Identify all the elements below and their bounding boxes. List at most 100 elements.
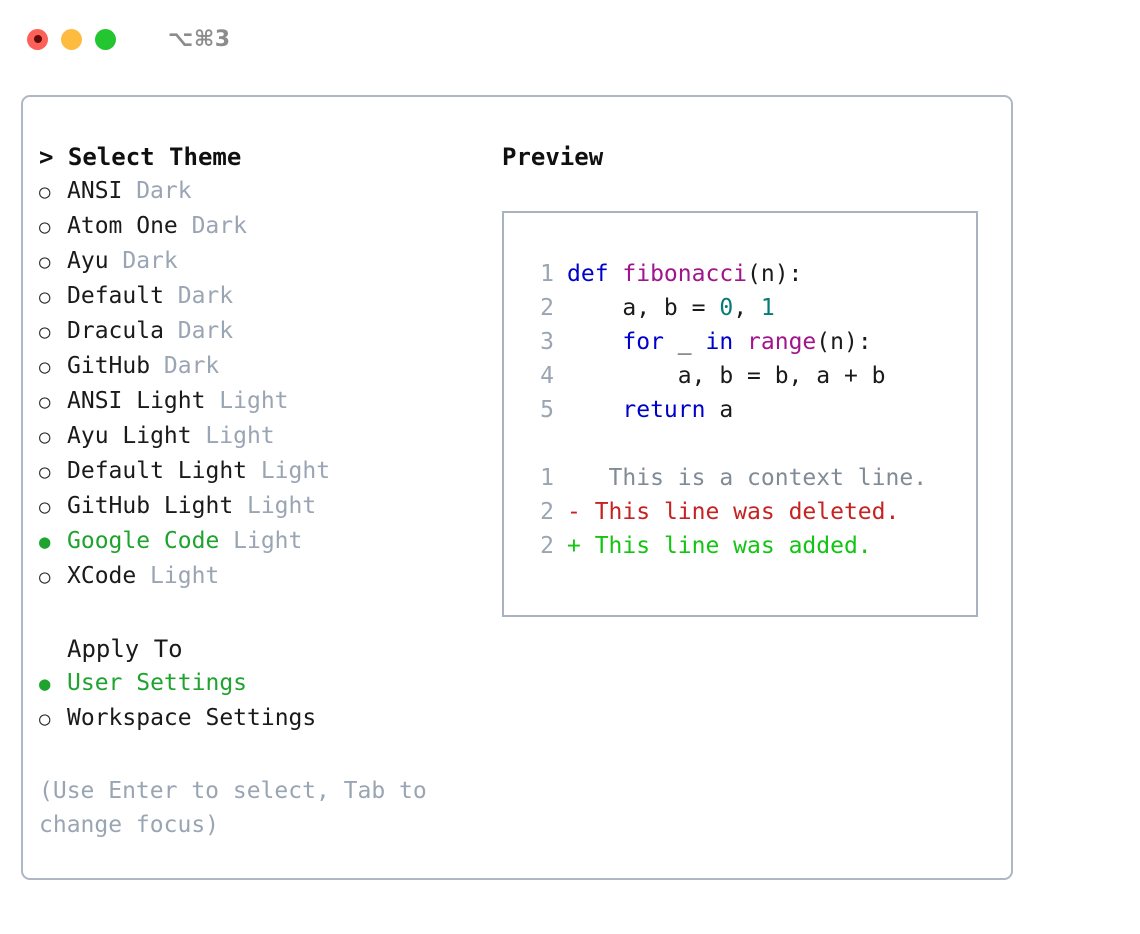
code-line-text: for _ in range(n):: [567, 325, 871, 359]
diff-sign: -: [567, 499, 581, 525]
code-line-text: def fibonacci(n):: [567, 257, 802, 291]
theme-option-label: Ayu Light: [67, 423, 192, 449]
code-line-text: a, b = b, a + b: [567, 359, 886, 393]
code-line-text: return a: [567, 393, 733, 427]
line-number: 2: [540, 295, 554, 321]
radio-unselected-icon: ○: [39, 391, 51, 413]
theme-variant-badge: Light: [260, 458, 331, 484]
keyboard-shortcut-label: ⌥⌘3: [168, 26, 231, 52]
code-token-kw: for: [622, 329, 664, 355]
theme-option-google-code[interactable]: ● Google Code Light: [39, 524, 479, 559]
select-theme-heading: > Select Theme: [39, 143, 242, 171]
radio-unselected-icon: ○: [39, 356, 51, 378]
code-token-pl: a: [705, 397, 734, 423]
line-number: 5: [540, 397, 554, 423]
theme-option-label: Default: [67, 283, 164, 309]
line-number: 3: [540, 329, 554, 355]
line-number: 1: [540, 261, 554, 287]
theme-option-ayu-light[interactable]: ○ Ayu Light Light: [39, 419, 479, 454]
traffic-light-group: [27, 28, 116, 50]
apply-to-option-list[interactable]: ●User Settings ○ Workspace Settings: [39, 666, 479, 736]
code-token-pl: a, b =: [567, 295, 720, 321]
theme-option-label: Atom One: [67, 213, 178, 239]
theme-option-default-light[interactable]: ○ Default Light Light: [39, 454, 479, 489]
theme-variant-badge: Light: [246, 493, 317, 519]
code-line: 4 a, b = b, a + b: [518, 359, 976, 393]
maximize-window-button[interactable]: [95, 28, 116, 50]
theme-variant-badge: Light: [205, 423, 275, 449]
radio-unselected-icon: ○: [39, 461, 51, 483]
close-window-button[interactable]: [27, 28, 48, 50]
radio-unselected-icon: ○: [39, 216, 51, 238]
diff-line: 2 + This line was added.: [518, 529, 976, 563]
diff-sign: +: [567, 533, 581, 559]
code-token-pl: _: [663, 329, 706, 355]
diff-line-text: This is a context line.: [580, 465, 928, 491]
code-line-text: a, b = 0, 1: [567, 291, 774, 325]
code-token-pl: (n):: [747, 261, 803, 287]
theme-option-label: Google Code: [67, 528, 220, 554]
preview-heading: Preview: [502, 143, 604, 171]
code-line: 2 a, b = 0, 1: [518, 291, 976, 325]
radio-unselected-icon: ○: [39, 321, 51, 343]
theme-variant-badge: Dark: [122, 248, 178, 274]
theme-option-atom-one[interactable]: ○ Atom One Dark: [39, 209, 479, 244]
line-number: 2: [540, 499, 554, 525]
code-line: 3 for _ in range(n):: [518, 325, 976, 359]
line-number: 2: [540, 533, 554, 559]
code-token-num: 0: [719, 295, 734, 321]
theme-option-label: Default Light: [67, 458, 248, 484]
theme-option-label: ANSI: [67, 178, 123, 204]
minimize-window-button[interactable]: [61, 28, 82, 50]
theme-option-ayu[interactable]: ○ Ayu Dark: [39, 244, 479, 279]
radio-unselected-icon: ○: [39, 426, 51, 448]
theme-option-label: GitHub: [67, 353, 151, 379]
radio-unselected-icon: ○: [39, 251, 51, 273]
radio-unselected-icon: ○: [39, 708, 51, 730]
radio-unselected-icon: ○: [39, 181, 51, 203]
code-line: 1 def fibonacci(n):: [518, 257, 976, 291]
code-token-pl: [733, 329, 747, 355]
theme-variant-badge: Light: [150, 563, 220, 589]
theme-option-label: Ayu: [67, 248, 109, 274]
theme-option-ansi-light[interactable]: ○ ANSI Light Light: [39, 384, 479, 419]
apply-to-option-user-settings[interactable]: ●User Settings: [39, 666, 479, 701]
apply-to-option-label: Workspace Settings: [67, 705, 317, 731]
diff-line-text: This line was added.: [580, 533, 872, 559]
theme-variant-badge: Light: [219, 388, 289, 414]
line-number: 1: [540, 465, 554, 491]
radio-selected-icon: ●: [39, 673, 51, 695]
title-bar: ⌥⌘3: [0, 0, 1140, 78]
code-token-pl: [567, 397, 622, 423]
theme-option-label: ANSI Light: [67, 388, 206, 414]
code-token-fn: fibonacci: [622, 261, 748, 287]
code-token-kw: def: [567, 261, 623, 287]
radio-unselected-icon: ○: [39, 286, 51, 308]
diff-line: 1 This is a context line.: [518, 461, 976, 495]
theme-variant-badge: Dark: [136, 178, 192, 204]
code-token-kw: return: [622, 397, 706, 423]
apply-to-heading: Apply To: [67, 635, 183, 663]
theme-option-label: GitHub Light: [67, 493, 234, 519]
diff-line: 2- This line was deleted.: [518, 495, 976, 529]
theme-variant-badge: Dark: [191, 213, 247, 239]
code-token-fn: range: [747, 329, 817, 355]
code-token-pl: a, b = b, a + b: [567, 363, 886, 389]
theme-option-ansi[interactable]: ○ ANSI Dark: [39, 174, 479, 209]
radio-selected-icon: ●: [39, 531, 51, 553]
diff-sign: [567, 461, 581, 495]
apply-to-option-workspace-settings[interactable]: ○ Workspace Settings: [39, 701, 479, 736]
code-line: 5 return a: [518, 393, 976, 427]
theme-variant-badge: Light: [233, 528, 303, 554]
